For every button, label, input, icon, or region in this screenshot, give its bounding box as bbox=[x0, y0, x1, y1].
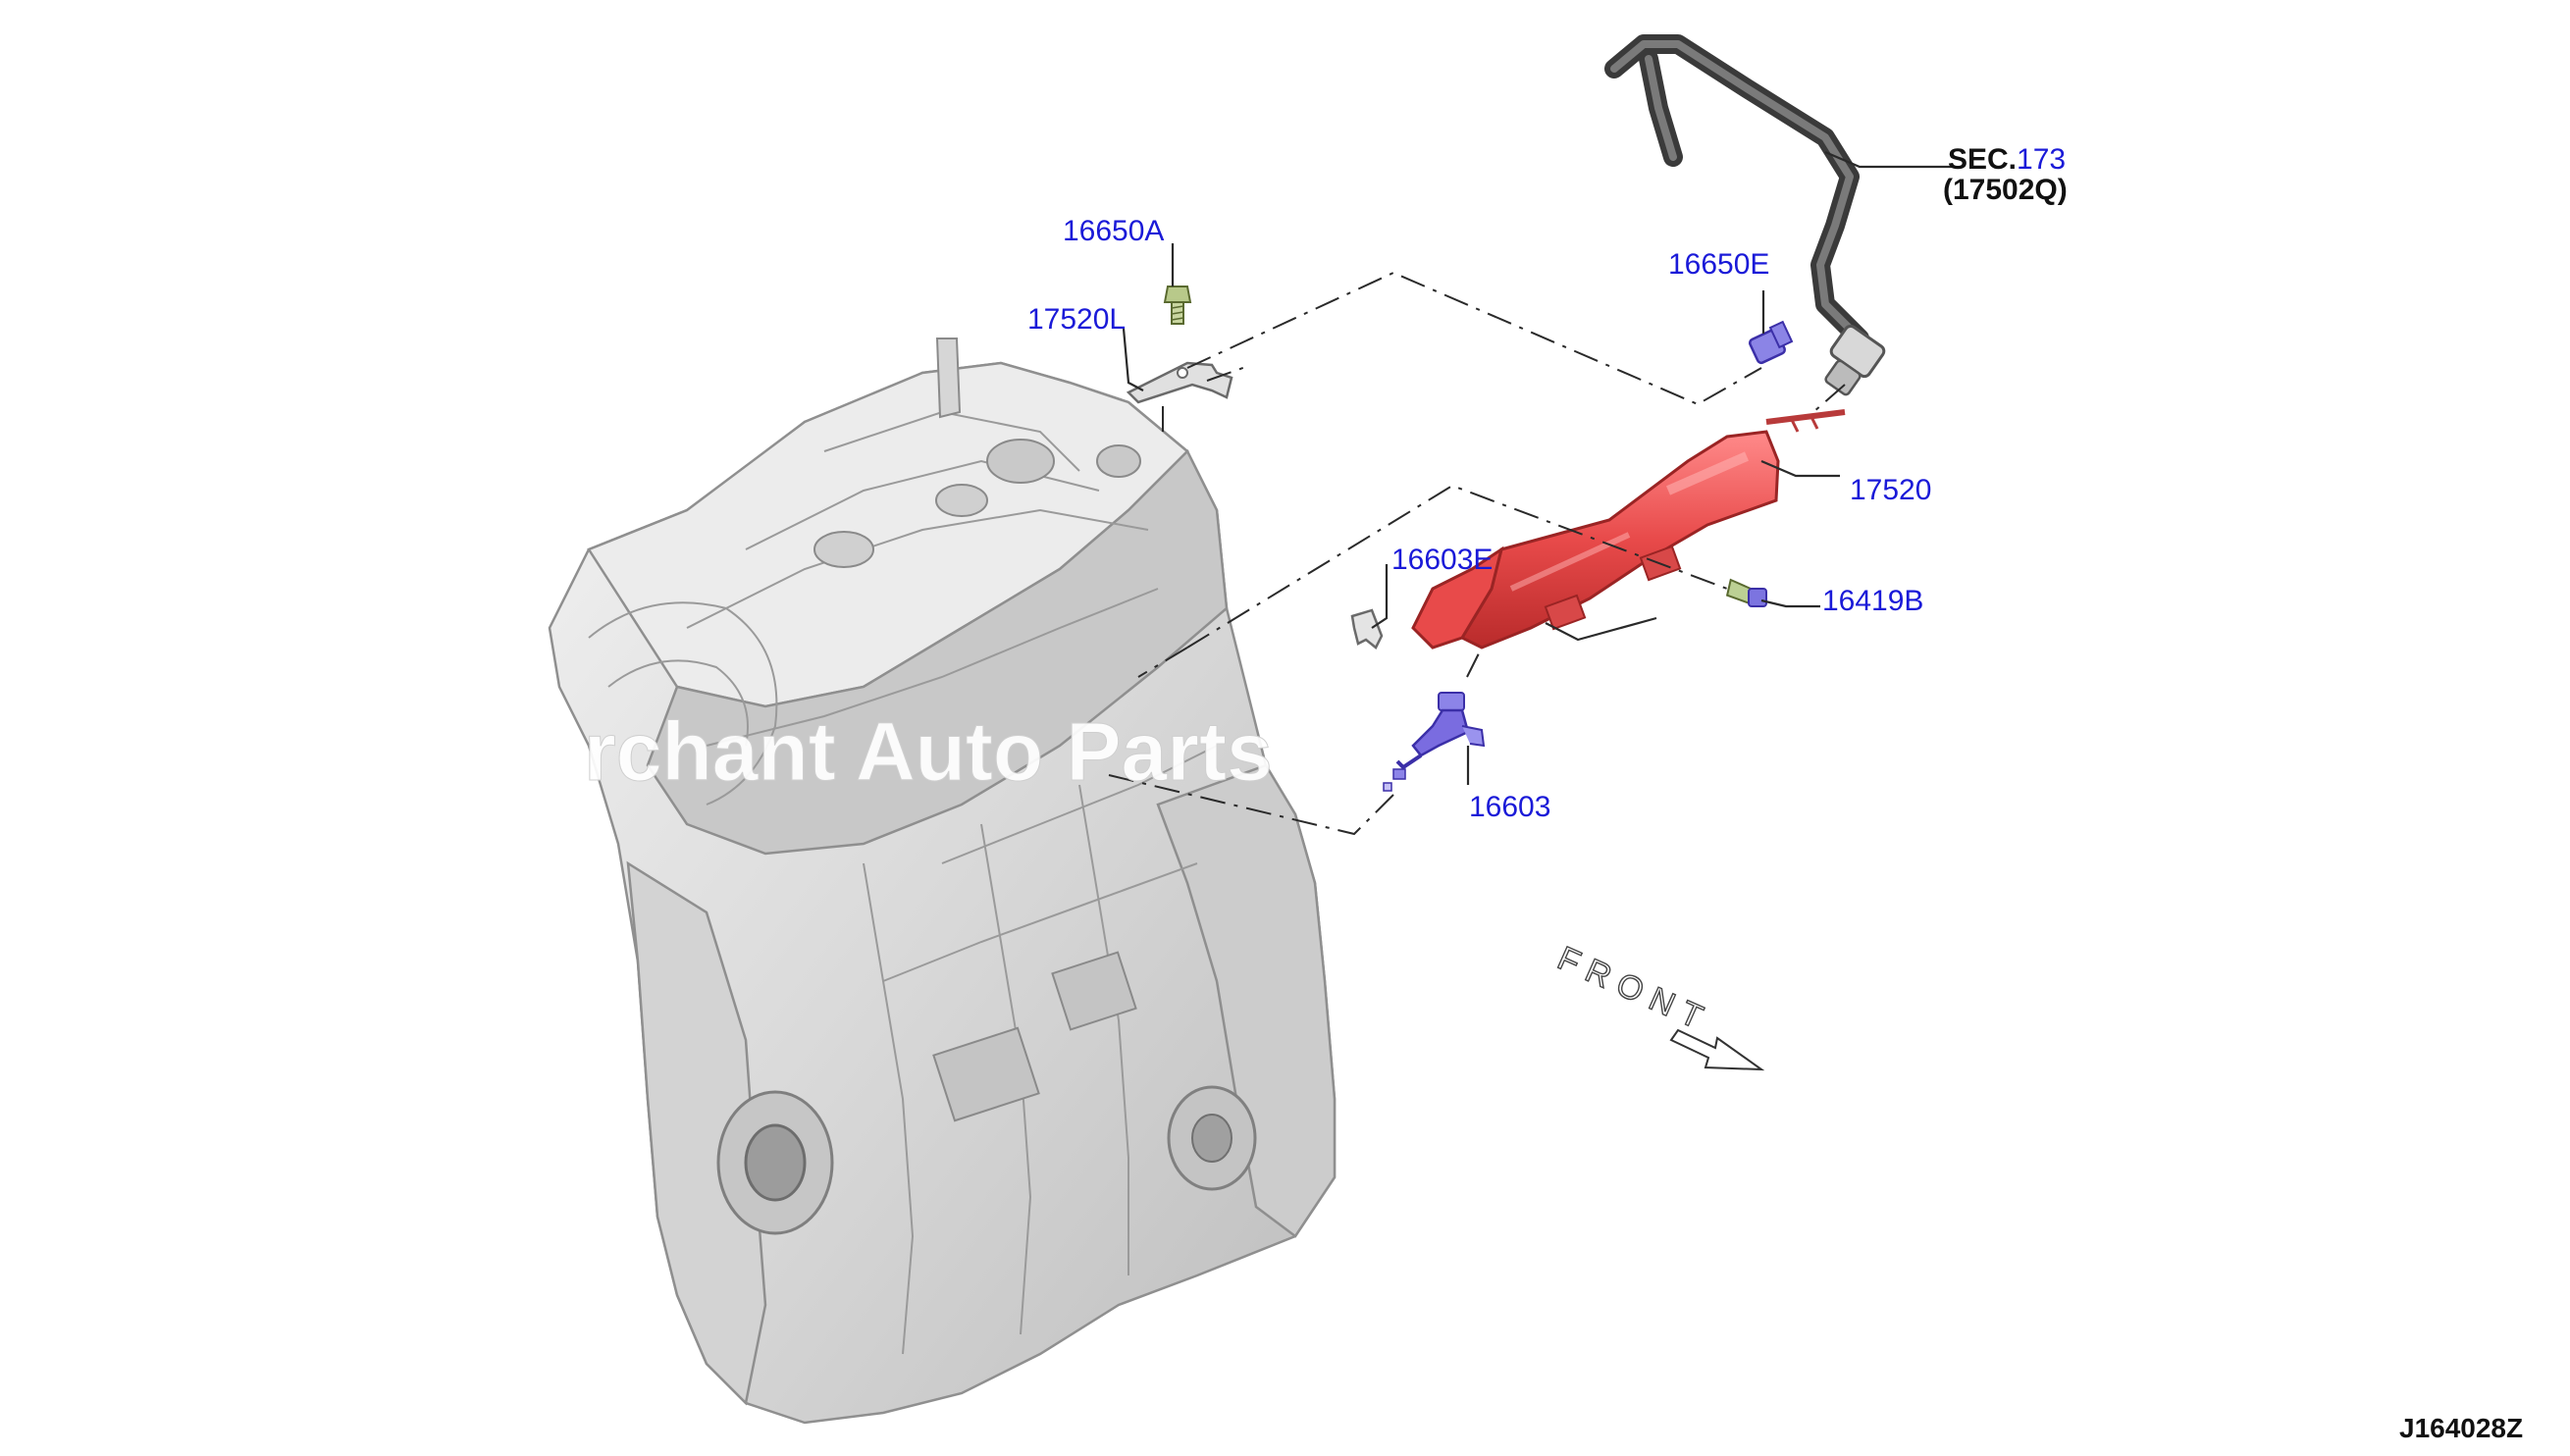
section-prefix: SEC. bbox=[1948, 143, 2017, 176]
diagram-code: J164028Z bbox=[2399, 1413, 2523, 1443]
front-indicator: FRONT bbox=[1551, 939, 1765, 1071]
bracket-17520l bbox=[1126, 361, 1233, 404]
label-16603e: 16603E bbox=[1391, 544, 1493, 576]
fuel-rail bbox=[1411, 409, 1846, 650]
clamp-16650e bbox=[1748, 320, 1794, 365]
engine-block bbox=[548, 338, 1337, 1425]
watermark-text: rchant Auto Parts bbox=[584, 705, 1273, 798]
section-number: 173 bbox=[2017, 143, 2066, 176]
front-arrow-icon bbox=[1669, 1028, 1765, 1071]
hose-connector bbox=[1824, 324, 1886, 396]
injector-16603 bbox=[1383, 692, 1486, 792]
label-17520: 17520 bbox=[1850, 474, 1931, 506]
label-16650a: 16650A bbox=[1063, 215, 1164, 247]
label-17520l: 17520L bbox=[1027, 303, 1126, 336]
label-16650e: 16650E bbox=[1668, 248, 1769, 281]
section-part-ref: (17502Q) bbox=[1943, 174, 2068, 206]
bolt-16419b bbox=[1725, 578, 1767, 607]
front-label: FRONT bbox=[1552, 940, 1717, 1041]
leader-lines bbox=[1122, 150, 1953, 785]
label-16419b: 16419B bbox=[1822, 585, 1923, 617]
assembly-lines bbox=[1108, 271, 1846, 836]
clip-16603e bbox=[1350, 608, 1384, 650]
bolt-16650a bbox=[1163, 286, 1192, 325]
label-16603: 16603 bbox=[1469, 791, 1550, 823]
section-reference: SEC.173 bbox=[1948, 143, 2066, 176]
